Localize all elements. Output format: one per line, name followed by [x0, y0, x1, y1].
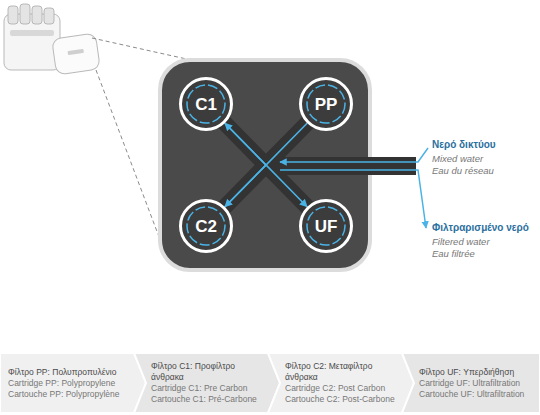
cartridge-name-en: Cartridge PP: Polypropylene [8, 378, 132, 389]
zoom-line [92, 38, 200, 62]
cartridge-name-el: Φίλτρο UF: Υπερδιήθηση [419, 367, 526, 378]
cartridge-name-el: Φίλτρο C2: Μεταφίλτρο άνθρακα [285, 361, 400, 383]
chevron-text: Φίλτρο PP: ΠολυπροπυλένιοCartridge PP: P… [0, 353, 146, 413]
chevron-text: Φίλτρο UF: ΥπερδιήθησηCartridge UF: Ultr… [402, 353, 540, 413]
inflow-line [280, 161, 415, 163]
flow-arrow [225, 165, 307, 207]
cartridge-chevron: Φίλτρο C2: Μεταφίλτρο άνθρακαCartridge C… [268, 353, 414, 413]
filter-code: PP [315, 96, 338, 113]
cartridge-name-en: Cartridge UF: Ultrafiltration [419, 378, 526, 389]
flow-arrow [225, 123, 266, 207]
device-illustration [4, 4, 100, 75]
pipe [266, 157, 416, 175]
cartridge-chevron: Φίλτρο PP: ΠολυπροπυλένιοCartridge PP: P… [0, 353, 146, 413]
legend-band [0, 353, 540, 413]
outlet-label: Φιλτραρισμένο νερό [432, 222, 529, 233]
filter-circle: C2 [179, 199, 233, 253]
flow-arrow [225, 123, 307, 165]
filter-circle: C1 [179, 77, 233, 131]
filter-code: UF [315, 218, 338, 235]
chevron-text: Φίλτρο C1: Προφίλτρο άνθρακαCartridge C1… [134, 353, 280, 413]
cartridge-name-en: Cartridge C1: Pre Carbon [151, 383, 266, 394]
inlet-label-en: Mixed water [432, 153, 483, 164]
outflow-leader [415, 170, 426, 228]
outflow-line [280, 169, 415, 171]
cartridge-name-fr: Cartouche C2: Post-Carbone [285, 394, 400, 405]
inlet-label: Νερό δικτύου [432, 139, 496, 150]
filter-code: C1 [195, 96, 217, 113]
cartridge-name-fr: Cartouche PP: Polypropylène [8, 389, 132, 400]
cartridge-chevron: Φίλτρο UF: ΥπερδιήθησηCartridge UF: Ultr… [402, 353, 540, 413]
filter-circle: UF [299, 199, 353, 253]
outlet-label-en: Filtered water [432, 236, 490, 247]
filter-code: C2 [195, 218, 217, 235]
zoom-line [96, 70, 164, 250]
cartridge-name-en: Cartridge C2: Post Carbon [285, 383, 400, 394]
filter-circle: PP [299, 77, 353, 131]
inflow-leader [415, 148, 428, 162]
cartridge-name-fr: Cartouche UF: Ultrafiltration [419, 389, 526, 400]
inlet-label-fr: Eau du réseau [432, 165, 494, 176]
chevron-text: Φίλτρο C2: Μεταφίλτρο άνθρακαCartridge C… [268, 353, 414, 413]
cartridge-name-fr: Cartouche C1: Pré-Carbone [151, 394, 266, 405]
outlet-label-fr: Eau filtrée [432, 248, 475, 259]
cartridge-chevron: Φίλτρο C1: Προφίλτρο άνθρακαCartridge C1… [134, 353, 280, 413]
cartridge-name-el: Φίλτρο C1: Προφίλτρο άνθρακα [151, 361, 266, 383]
cartridge-name-el: Φίλτρο PP: Πολυπροπυλένιο [8, 367, 132, 378]
